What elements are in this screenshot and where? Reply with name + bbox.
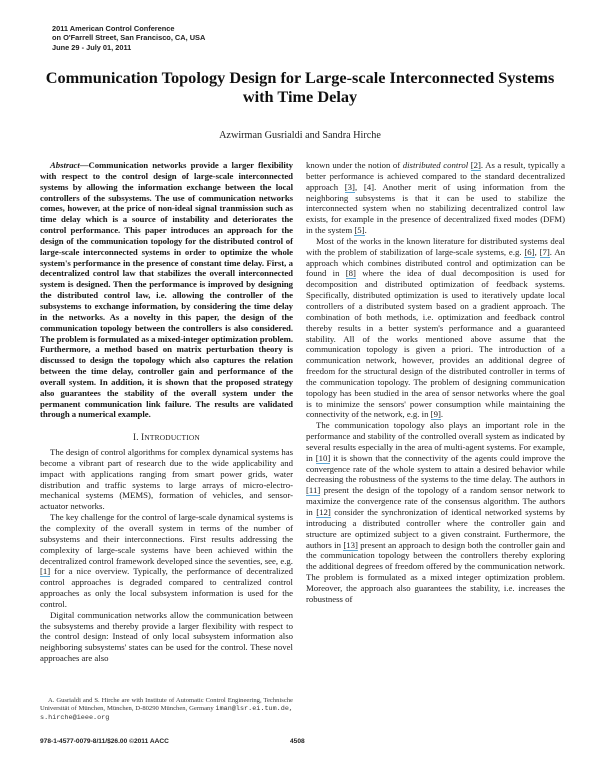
citation-link-13[interactable]: [13] (343, 539, 358, 551)
abstract-label: Abstract (50, 160, 80, 170)
citation-link-7[interactable]: [7] (539, 246, 550, 258)
citation-link-11[interactable]: [11] (306, 485, 321, 497)
author-affiliation-footnote: A. Gusrialdi and S. Hirche are with Inst… (40, 697, 293, 722)
abstract-text: Communication networks provide a larger … (40, 160, 293, 420)
conference-header: 2011 American Control Conference on O'Fa… (52, 24, 205, 52)
citation-link-5[interactable]: [5] (354, 225, 365, 237)
right-paragraph-1: known under the notion of distributed co… (306, 160, 566, 237)
citation-link-2[interactable]: [2] (470, 160, 481, 171)
citation-link-9[interactable]: [9] (430, 409, 441, 421)
right-paragraph-3: The communication topology also plays an… (306, 420, 566, 604)
abstract-dash: — (79, 160, 89, 170)
citation-4: [4] (363, 181, 375, 192)
paper-title: Communication Topology Design for Large-… (45, 68, 555, 106)
abstract: Abstract—Communication networks provide … (40, 160, 293, 420)
right-paragraph-2: Most of the works in the known literatur… (306, 235, 566, 421)
intro-paragraph-2: The key challenge for the control of lar… (40, 512, 293, 609)
conference-location: on O'Farrell Street, San Francisco, CA, … (52, 33, 206, 43)
citation-link-8[interactable]: [8] (345, 268, 356, 280)
conference-dates: June 29 - July 01, 2011 (52, 42, 132, 52)
citation-link-1[interactable]: [1] (40, 566, 51, 578)
section-heading-introduction: I. INTRODUCTION (133, 432, 200, 443)
citation-link-12[interactable]: [12] (316, 507, 331, 518)
right-column: known under the notion of distributed co… (306, 160, 565, 605)
author-emails: iman@lsr.ei.tum.de, s.hirche@ieee.org (40, 705, 293, 722)
isbn-copyright: 978-1-4577-0079-8/11/$26.00 ©2011 AACC (40, 738, 169, 745)
intro-paragraph-1: The design of control algorithms for com… (40, 447, 293, 512)
citation-link-6[interactable]: [6] (524, 246, 535, 258)
citation-link-3[interactable]: [3] (344, 181, 355, 193)
conference-name: 2011 American Control Conference (52, 24, 175, 33)
intro-paragraph-3: Digital communication networks allow the… (40, 609, 293, 664)
page-number: 4508 (290, 738, 305, 745)
citation-link-10[interactable]: [10] (315, 452, 331, 464)
left-column: Abstract—Communication networks provide … (40, 160, 293, 664)
paper-authors: Azwirman Gusrialdi and Sandra Hirche (219, 130, 381, 141)
